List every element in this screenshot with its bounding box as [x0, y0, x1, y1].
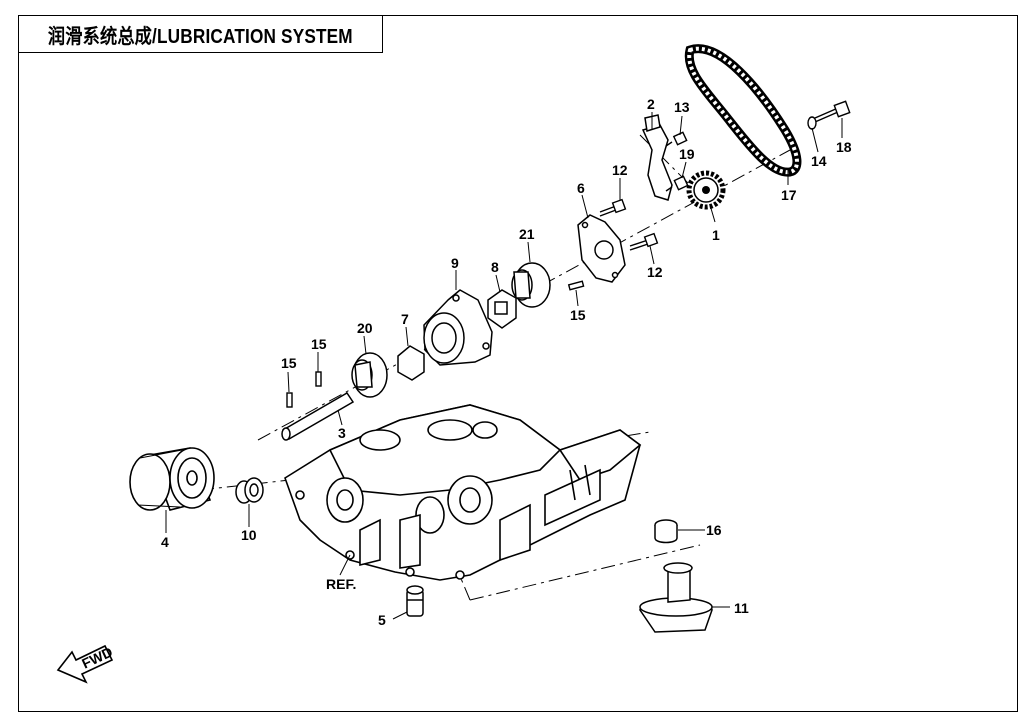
chain-guide-2	[641, 114, 673, 201]
seal-16	[654, 519, 678, 544]
washer-14	[807, 116, 817, 130]
oil-strainer-11	[639, 562, 713, 633]
callout-21: 21	[519, 226, 535, 242]
crankcase-ref	[284, 404, 642, 581]
relief-valve-5	[406, 585, 424, 617]
bolt-13	[665, 131, 688, 147]
callout-9: 9	[451, 255, 459, 271]
diagram-frame	[18, 15, 1018, 712]
callout-2: 2	[647, 96, 655, 112]
ref-label: REF.	[326, 576, 356, 592]
callout-16: 16	[706, 522, 722, 538]
leader-lines	[165, 112, 843, 620]
bolt-18	[814, 100, 851, 123]
callout-13: 13	[674, 99, 690, 115]
callout-5: 5	[378, 612, 386, 628]
callout-11: 11	[734, 600, 749, 616]
callout-17: 17	[781, 187, 797, 203]
callout-20: 20	[357, 320, 373, 336]
callout-6: 6	[577, 180, 585, 196]
callout-14: 14	[811, 153, 827, 169]
callout-1: 1	[712, 227, 720, 243]
bolt-12-lower	[629, 232, 659, 251]
dowel-pin-15-left	[286, 371, 322, 408]
callout-19: 19	[679, 146, 695, 162]
dowel-pin-15-right	[567, 280, 585, 291]
callout-8: 8	[491, 259, 499, 275]
callout-labels: 1 2 3 4 5 6 7 8 9 10 11 12 12 13 14 15 1…	[161, 96, 852, 628]
bolt-12-upper	[599, 198, 627, 217]
bolt-19	[665, 175, 689, 192]
title-box: 润滑系统总成/LUBRICATION SYSTEM	[18, 15, 383, 53]
oil-filter-4	[129, 447, 215, 511]
outer-rotor-21	[511, 262, 551, 308]
fitting-10	[235, 477, 264, 504]
pump-shaft-3	[281, 391, 355, 441]
sprocket-1	[686, 170, 726, 210]
inner-rotor-7	[397, 345, 425, 381]
callout-15-mid: 15	[311, 336, 327, 352]
timing-chain-17	[684, 44, 802, 177]
callout-15-right: 15	[570, 307, 586, 323]
pump-body-9	[423, 289, 493, 366]
pump-cover-6	[577, 214, 626, 283]
callout-12-upper: 12	[612, 162, 628, 178]
callout-3: 3	[338, 425, 346, 441]
outer-rotor-20	[351, 352, 388, 398]
fwd-arrow: FWD	[56, 644, 115, 684]
callout-4: 4	[161, 534, 169, 550]
callout-10: 10	[241, 527, 257, 543]
callout-12-lower: 12	[647, 264, 663, 280]
callout-18: 18	[836, 139, 852, 155]
page-title: 润滑系统总成/LUBRICATION SYSTEM	[47, 25, 353, 48]
callout-15-left: 15	[281, 355, 297, 371]
callout-7: 7	[401, 311, 409, 327]
inner-rotor-8	[487, 289, 517, 329]
